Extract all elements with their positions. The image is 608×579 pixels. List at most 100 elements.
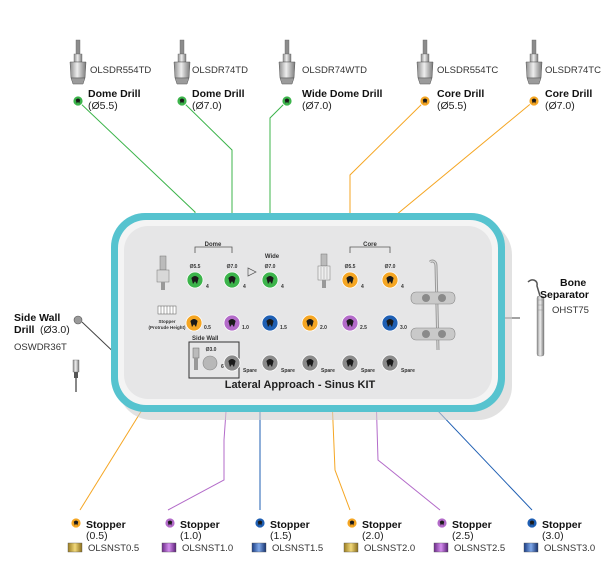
bone-separator-name-line1: Bone <box>560 277 587 289</box>
tray-spare-slot-4 <box>341 354 359 372</box>
stopper-code-1: OLSNST0.5 <box>88 543 140 554</box>
tray-drill-size-4: Ø5.5 <box>345 264 356 270</box>
stopper-name-2: Stopper <box>180 519 220 531</box>
drill-code-4: OLSDR554TC <box>437 65 499 76</box>
bone-separator-illustration <box>527 279 545 357</box>
tray-drill-count-5: 4 <box>401 284 404 290</box>
tray-drill-size-5: Ø7.0 <box>385 264 396 270</box>
stopper-size-1: (0.5) <box>86 530 108 542</box>
stopper-size-4: (2.0) <box>362 530 384 542</box>
drill-color-icon-3 <box>281 95 293 107</box>
tray-drill-slot-1 <box>186 271 204 289</box>
drill-illustration-1 <box>69 39 87 85</box>
tray-bone-separator-holder <box>410 259 456 351</box>
dome-bracket <box>194 246 233 253</box>
tray-spare-label-1: Spare <box>243 368 257 374</box>
stopper-swatch-6 <box>523 542 539 553</box>
stopper-size-6: (3.0) <box>542 530 564 542</box>
tray-spare-label-5: Spare <box>401 368 415 374</box>
stopper-swatch-4 <box>343 542 359 553</box>
tray-drill-slot-4 <box>341 271 359 289</box>
stopper-color-icon-1 <box>70 517 82 529</box>
drill-illustration-2 <box>173 39 191 85</box>
tray-drill-count-3: 4 <box>281 284 284 290</box>
stopper-swatch-1 <box>67 542 83 553</box>
side-wall-name-line2: Drill <box>14 324 35 336</box>
tray-wide-label: Wide <box>265 254 280 260</box>
stopper-name-3: Stopper <box>270 519 310 531</box>
drill-name-3: Wide Dome Drill <box>302 88 383 100</box>
drill-illustration-5 <box>525 39 543 85</box>
stopper-size-5: (2.5) <box>452 530 474 542</box>
tray-stopper-value-4: 2.0 <box>320 325 327 331</box>
drill-code-1: OLSDR554TD <box>90 65 152 76</box>
tray-side-wall-count: 6 <box>221 364 224 370</box>
stopper-code-6: OLSNST3.0 <box>544 543 596 554</box>
stopper-code-5: OLSNST2.5 <box>454 543 506 554</box>
stopper-color-icon-3 <box>254 517 266 529</box>
side-wall-size: (Ø3.0) <box>40 324 70 336</box>
drill-size-1: (Ø5.5) <box>88 100 118 112</box>
tray-drill-size-2: Ø7.0 <box>227 264 238 270</box>
tray-stopper-value-2: 1.0 <box>242 325 249 331</box>
drill-size-4: (Ø5.5) <box>437 100 467 112</box>
tray-stopper-slot-1 <box>185 314 203 332</box>
tray-drill-slot-3 <box>261 271 279 289</box>
bone-separator-name-line2: Separator <box>540 289 590 301</box>
tray-stopper-slot-5 <box>341 314 359 332</box>
drill-name-4: Core Drill <box>437 88 485 100</box>
tray-drill-size-3: Ø7.0 <box>265 264 276 270</box>
tray-stopper-sub-label: (Protrude Height) <box>149 325 186 330</box>
tray-stopper-rack-icon <box>157 305 177 315</box>
tray-spare-label-4: Spare <box>361 368 375 374</box>
stopper-name-6: Stopper <box>542 519 582 531</box>
stopper-code-4: OLSNST2.0 <box>364 543 416 554</box>
core-bracket <box>349 246 391 253</box>
tray-stopper-value-1: 0.5 <box>204 325 211 331</box>
drill-color-icon-5 <box>528 95 540 107</box>
side-wall-code: OSWDR36T <box>14 342 67 353</box>
tray-drill-slot-2 <box>223 271 241 289</box>
stopper-icons <box>67 517 539 553</box>
tray-spare-label-2: Spare <box>281 368 295 374</box>
tray-stopper-slot-6 <box>381 314 399 332</box>
drill-size-3: (Ø7.0) <box>302 100 332 112</box>
stopper-swatch-3 <box>251 542 267 553</box>
stopper-color-icon-5 <box>436 517 448 529</box>
stopper-code-3: OLSNST1.5 <box>272 543 324 554</box>
stopper-code-2: OLSNST1.0 <box>182 543 234 554</box>
tray-core-label: Core <box>363 242 377 248</box>
bone-separator-code: OHST75 <box>552 305 589 316</box>
drill-code-5: OLSDR74TC <box>545 65 601 76</box>
stopper-color-icon-2 <box>164 517 176 529</box>
drill-name-5: Core Drill <box>545 88 593 100</box>
tray-stopper-slot-4 <box>301 314 319 332</box>
tray-spare-label-3: Spare <box>321 368 335 374</box>
drill-illustration-3 <box>278 39 296 85</box>
drill-size-2: (Ø7.0) <box>192 100 222 112</box>
tray-core-drill-holder <box>317 253 331 288</box>
tray-stopper-label: Stopper <box>158 319 175 324</box>
stopper-color-icon-6 <box>526 517 538 529</box>
stopper-color-icon-4 <box>346 517 358 529</box>
drill-color-icon-4 <box>419 95 431 107</box>
drill-color-icon-1 <box>72 95 84 107</box>
tray-side-wall-drill <box>192 347 200 370</box>
stopper-name-1: Stopper <box>86 519 126 531</box>
stopper-size-2: (1.0) <box>180 530 202 542</box>
tray-triangle-marker <box>247 267 257 277</box>
tray-spare-slot-2 <box>261 354 279 372</box>
stopper-swatch-2 <box>161 542 177 553</box>
tray-stopper-value-3: 1.5 <box>280 325 287 331</box>
stopper-size-3: (1.5) <box>270 530 292 542</box>
tray-drill-count-1: 4 <box>206 284 209 290</box>
tray-spare-slot-1 <box>223 354 241 372</box>
tray-drill-slot-5 <box>381 271 399 289</box>
tray-spare-slot-5 <box>381 354 399 372</box>
drill-code-3: OLSDR74WTD <box>302 65 367 76</box>
tray-floor <box>124 226 492 399</box>
drill-code-2: OLSDR74TD <box>192 65 248 76</box>
drill-size-5: (Ø7.0) <box>545 100 575 112</box>
